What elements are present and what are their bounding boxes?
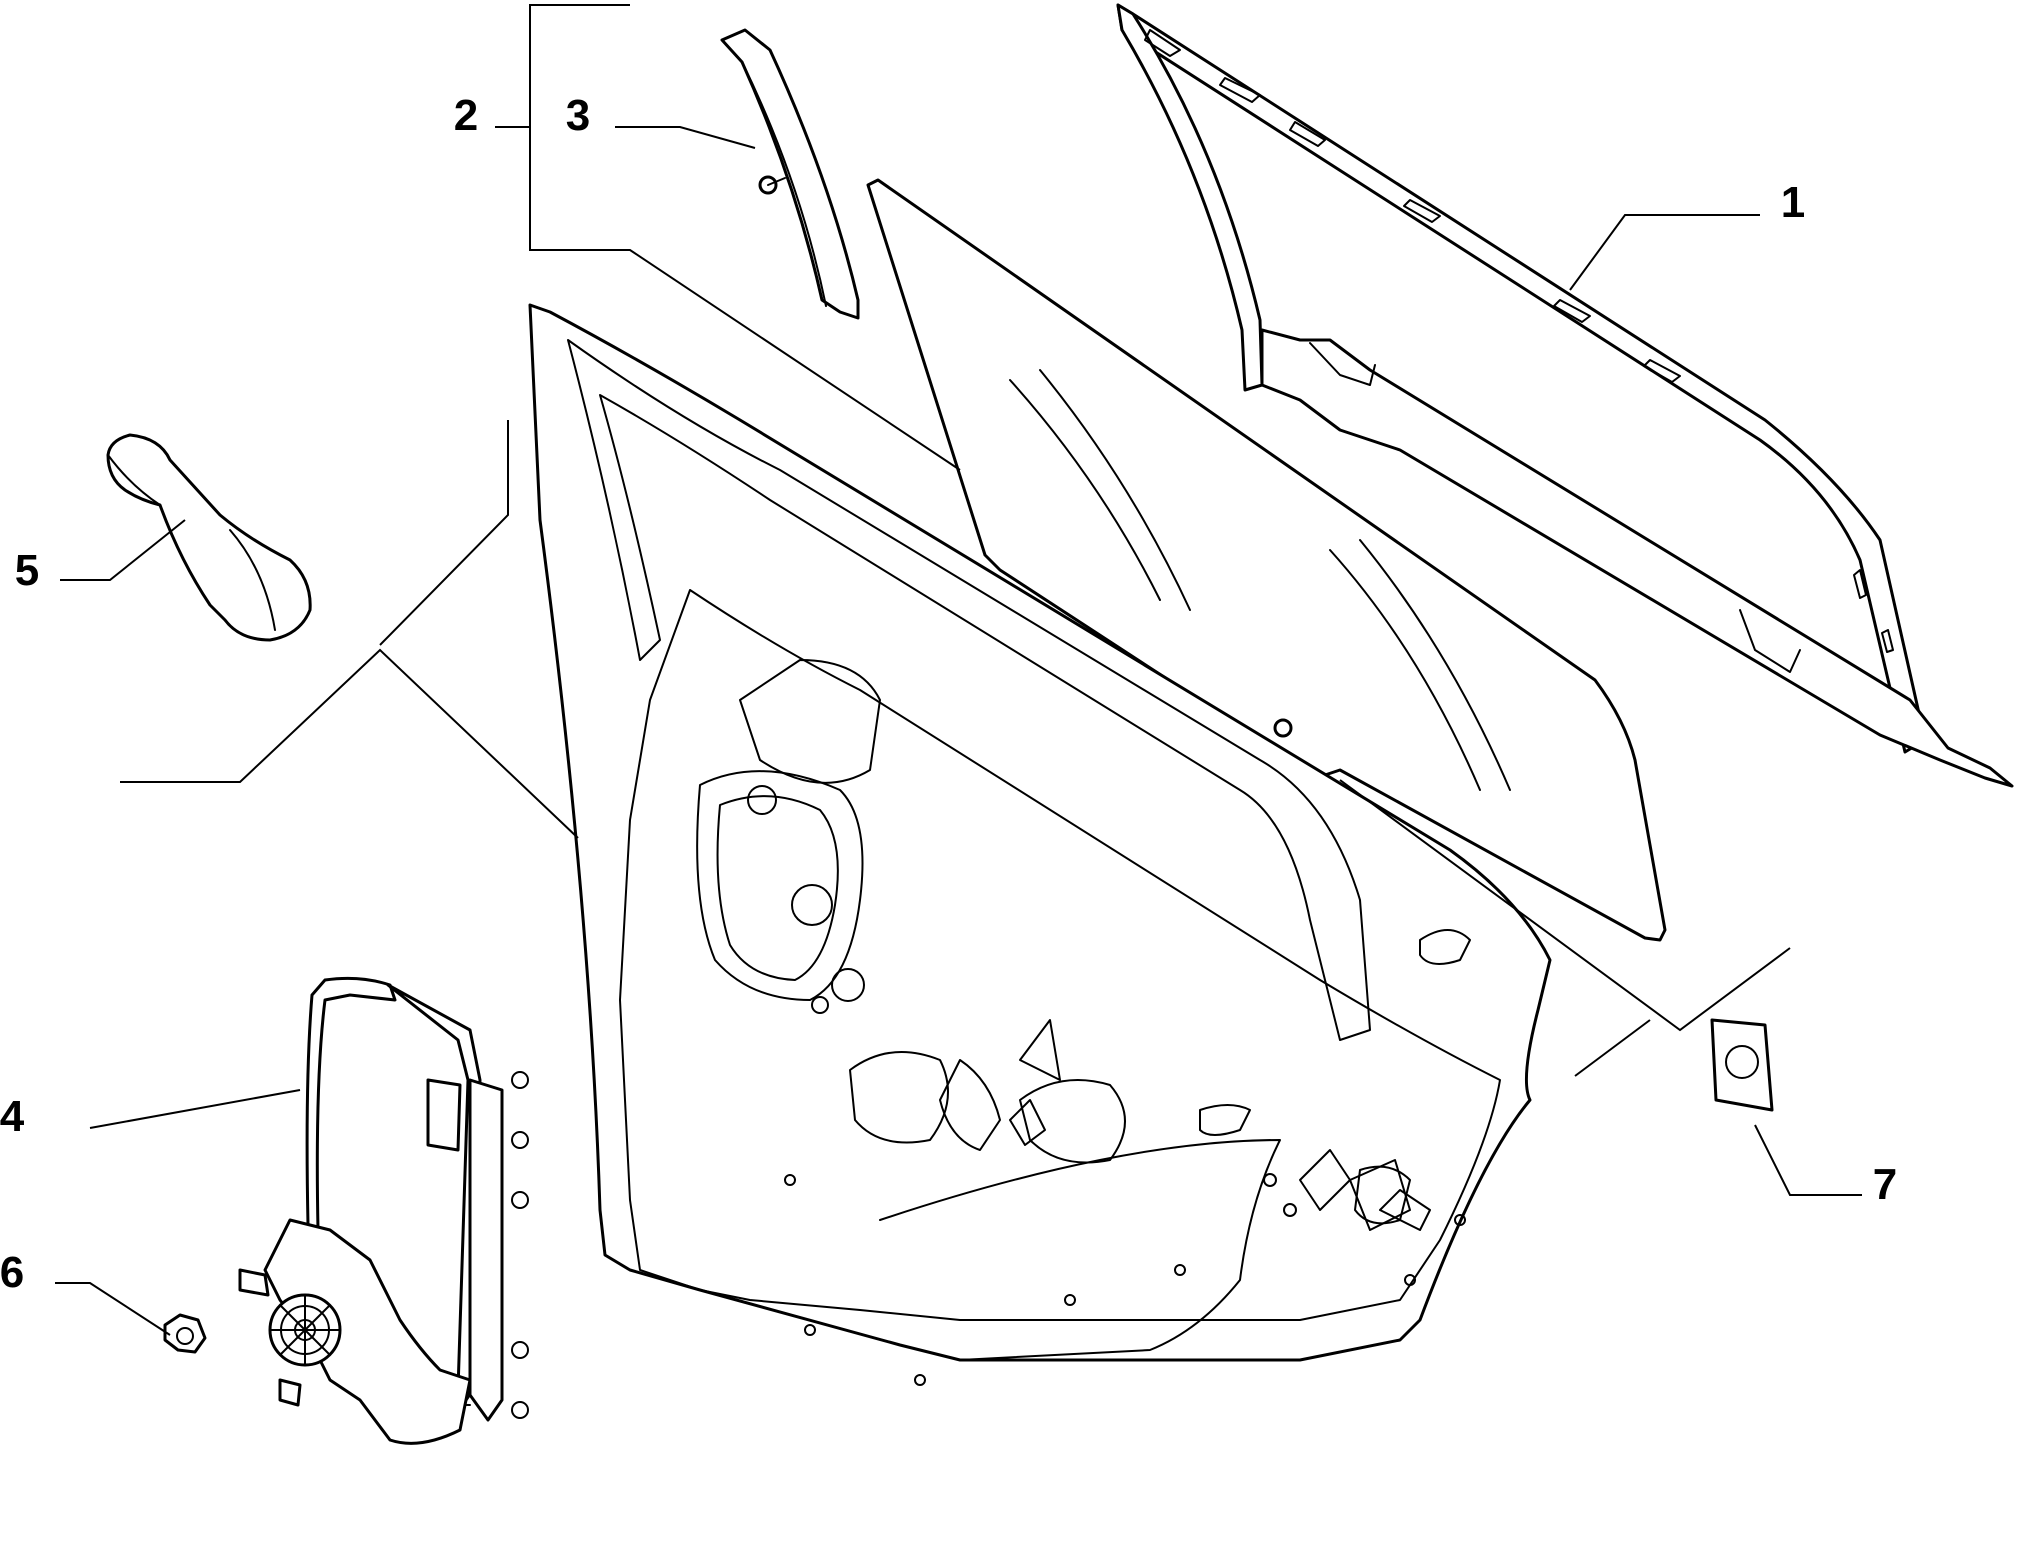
callout-5: 5: [15, 546, 39, 595]
part-1-window-run-channel: [1116, 3, 2014, 788]
callout-4: 4: [0, 1092, 25, 1141]
door-panel: [528, 303, 1552, 1386]
callout-7: 7: [1873, 1160, 1897, 1209]
break-line-left-upper: [379, 420, 509, 646]
callout-6: 6: [0, 1248, 24, 1297]
callout-3: 3: [566, 91, 590, 140]
part-6-nut: [163, 1313, 207, 1354]
callout-1: 1: [1781, 178, 1805, 227]
leader-2-bracket: [529, 4, 961, 471]
leader-lines: [55, 4, 1862, 1336]
leader-5: [60, 519, 186, 581]
leader-3: [615, 126, 756, 149]
part-4-window-regulator: [238, 976, 529, 1445]
break-line-right: [1339, 779, 1791, 1032]
part-7-pad: [1710, 1018, 1774, 1112]
leader-7: [1754, 1124, 1862, 1196]
leader-6: [55, 1282, 171, 1336]
part-3-guide-rail: [720, 28, 860, 320]
callout-labels: 1 2 3 4 5 6 7: [0, 91, 1897, 1297]
callout-2: 2: [454, 91, 478, 140]
break-line-right-lower: [1574, 1019, 1651, 1077]
part-5-window-crank-handle: [106, 433, 312, 642]
break-line-left: [120, 648, 579, 839]
leader-4: [89, 1089, 301, 1129]
leader-1: [1569, 214, 1760, 291]
